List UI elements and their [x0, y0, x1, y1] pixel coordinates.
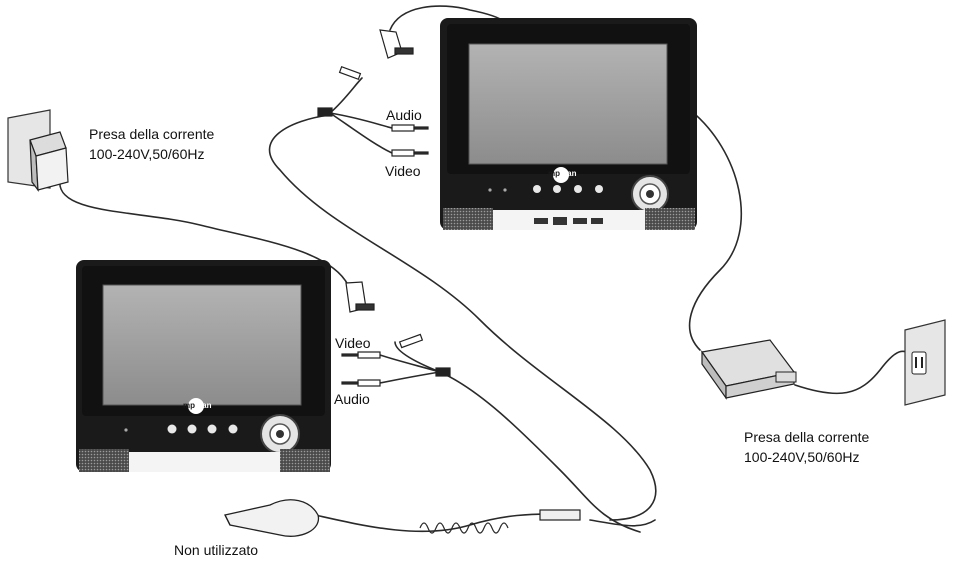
car-adapter [224, 499, 319, 537]
wall-adapter-cable-left [59, 179, 349, 286]
ac-adapter-right [700, 339, 797, 400]
label-video-top: Video [385, 163, 421, 179]
label-power-outlet-right: Presa della corrente [744, 429, 870, 445]
label-audio-top: Audio [386, 107, 422, 123]
brand-prefix: mp [548, 169, 560, 178]
brand-badge-bottom: mpman [183, 398, 213, 414]
brand-suffix: man [195, 401, 212, 410]
av-cable-top-branch-a [329, 77, 363, 114]
label-power-outlet-left: Presa della corrente [89, 126, 215, 142]
cable-coil [419, 522, 509, 534]
car-cable-to-splitter [589, 519, 656, 527]
power-cable-right-device [688, 109, 742, 351]
av-cable-bottom-branch-c [379, 371, 441, 384]
label-power-rating-right: 100-240V,50/60Hz [744, 449, 860, 465]
label-power-rating-left: 100-240V,50/60Hz [89, 146, 205, 162]
label-video-bottom: Video [335, 335, 371, 351]
label-not-used: Non utilizzato [174, 542, 259, 558]
av-cable-bottom-main [439, 371, 641, 533]
right-wall-outlet [904, 319, 946, 406]
bottom-dvd-player [76, 260, 331, 472]
adapter-to-wall-cable [794, 350, 916, 395]
connectors [317, 29, 581, 521]
av-cable-top-branch-c [329, 112, 393, 154]
label-audio-bottom: Audio [334, 391, 370, 407]
av-cable-top-branch-b [329, 112, 393, 129]
av-cable-bottom-branch-a [394, 341, 441, 373]
av-cable-bottom-branch-b [379, 354, 441, 373]
top-dvd-player [440, 18, 697, 230]
av-cable-top-main [268, 114, 657, 521]
brand-prefix: mp [183, 401, 195, 410]
car-cable [314, 513, 576, 533]
brand-suffix: man [560, 169, 577, 178]
brand-badge-top: mpman [548, 166, 578, 182]
left-wall-outlet [7, 109, 69, 192]
